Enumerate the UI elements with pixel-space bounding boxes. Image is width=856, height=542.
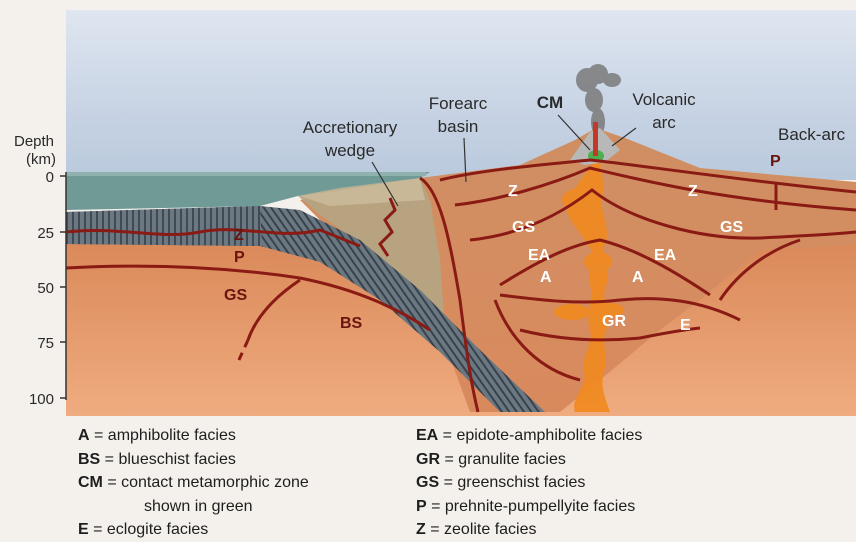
- tick-label-100: 100: [29, 391, 54, 408]
- legend-abbr: EA: [416, 427, 438, 444]
- legend-text: = blueschist facies: [100, 451, 236, 468]
- legend-right: EA = epidote-amphibolite facies GR = gra…: [416, 424, 642, 542]
- legend-text: = granulite facies: [440, 451, 566, 468]
- zone-label-bs: BS: [340, 315, 363, 332]
- axis-title-line1: Depth: [14, 133, 54, 150]
- legend-item: Z = zeolite facies: [416, 518, 642, 542]
- legend-abbr: E: [78, 521, 89, 538]
- callout-accretionary-line2: wedge: [324, 141, 375, 160]
- legend-abbr: BS: [78, 451, 100, 468]
- legend-text: = epidote-amphibolite facies: [438, 427, 642, 444]
- legend-item: GR = granulite facies: [416, 448, 642, 472]
- zone-label-z-arc: Z: [508, 183, 518, 200]
- zone-label-a-left: A: [540, 269, 552, 286]
- legend-item: BS = blueschist facies: [78, 448, 309, 472]
- zone-label-z-left: Z: [234, 227, 244, 244]
- zone-label-gs-arc: GS: [512, 219, 535, 236]
- callout-cm: CM: [537, 93, 563, 112]
- zone-label-e: E: [680, 317, 691, 334]
- legend-item: A = amphibolite facies: [78, 424, 309, 448]
- legend-text: = prehnite-pumpellyite facies: [427, 498, 636, 515]
- legend-left: A = amphibolite facies BS = blueschist f…: [78, 424, 309, 542]
- legend-item: EA = epidote-amphibolite facies: [416, 424, 642, 448]
- legend-text: = greenschist facies: [439, 474, 585, 491]
- tick-label-0: 0: [46, 169, 54, 186]
- axis-title-line2: (km): [26, 151, 56, 168]
- tick-label-25: 25: [37, 225, 54, 242]
- legend-item: GS = greenschist facies: [416, 471, 642, 495]
- callout-volcanic-line2: arc: [652, 113, 676, 132]
- zone-label-gr: GR: [602, 313, 626, 330]
- callout-accretionary-line1: Accretionary: [303, 118, 398, 137]
- legend-text: = zeolite facies: [426, 521, 537, 538]
- tick-label-50: 50: [37, 280, 54, 297]
- callout-volcanic-line1: Volcanic: [632, 90, 696, 109]
- legend-abbr: A: [78, 427, 90, 444]
- zone-label-gs-left: GS: [224, 287, 247, 304]
- callout-forearc-line1: Forearc: [429, 94, 488, 113]
- zone-label-p-right: P: [770, 153, 781, 170]
- legend-abbr: GR: [416, 451, 440, 468]
- legend-abbr: P: [416, 498, 427, 515]
- zone-label-gs-right: GS: [720, 219, 743, 236]
- legend-item: CM = contact metamorphic zone: [78, 471, 309, 495]
- zone-label-ea-arc: EA: [528, 247, 551, 264]
- callout-backarc: Back-arc: [778, 125, 846, 144]
- legend-text: = contact metamorphic zone: [103, 474, 309, 491]
- callout-forearc-line2: basin: [438, 117, 479, 136]
- legend-abbr: CM: [78, 474, 103, 491]
- zone-label-ea-right: EA: [654, 247, 677, 264]
- legend-abbr: Z: [416, 521, 426, 538]
- zone-label-z-right: Z: [688, 183, 698, 200]
- zone-label-p-left: P: [234, 249, 245, 266]
- zone-label-a-right: A: [632, 269, 644, 286]
- legend-abbr: GS: [416, 474, 439, 491]
- legend-item: E = eclogite facies: [78, 518, 309, 542]
- legend-item: P = prehnite-pumpellyite facies: [416, 495, 642, 519]
- legend-item-continued: shown in green: [78, 495, 309, 519]
- legend-text: = amphibolite facies: [90, 427, 236, 444]
- depth-axis: Depth (km) 0 25 50 75 100: [14, 133, 66, 408]
- tick-label-75: 75: [37, 335, 54, 352]
- legend-text: shown in green: [144, 498, 253, 515]
- legend-text: = eclogite facies: [89, 521, 209, 538]
